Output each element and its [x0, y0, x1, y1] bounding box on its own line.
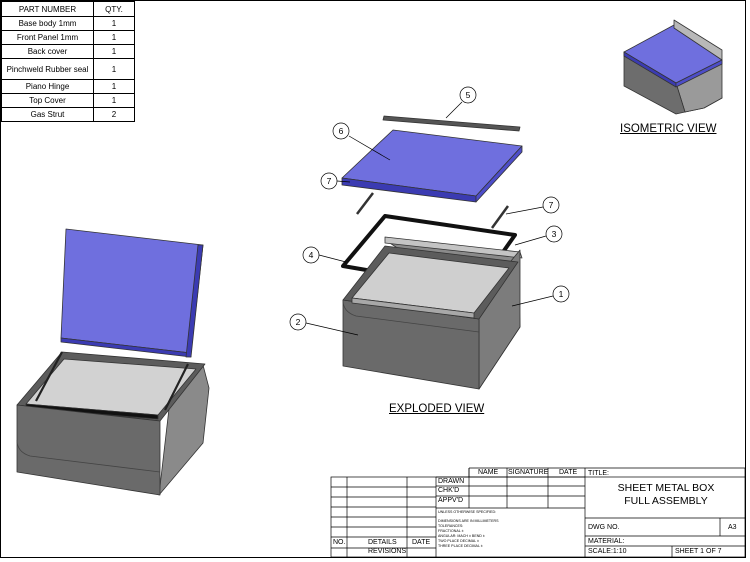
- bom-table: PART NUMBER QTY. Base body 1mm 1 Front P…: [1, 1, 135, 122]
- tb-three-place: THREE PLACE DECIMAL ±: [438, 544, 483, 548]
- back-cover-part: [384, 236, 523, 259]
- bom-row: Front Panel 1mm 1: [1, 30, 135, 45]
- balloon-3-label: 3: [552, 229, 557, 239]
- balloon-7-right-label: 7: [549, 200, 554, 210]
- tb-title-line1: SHEET METAL BOX: [617, 482, 715, 494]
- tb-unless: UNLESS OTHERWISE SPECIFIED:: [438, 510, 497, 514]
- tb-size: A3: [728, 524, 737, 531]
- tb-dwg-no: DWG NO.: [588, 524, 620, 531]
- tb-sheet: SHEET 1 OF 7: [675, 548, 722, 555]
- tb-rev-no: NO.: [333, 539, 346, 546]
- tb-col-date: DATE: [559, 469, 578, 476]
- balloon-1: [552, 285, 570, 303]
- balloon-7-right: [542, 196, 560, 214]
- balloon-3: [545, 225, 563, 243]
- bom-part-qty: 2: [93, 107, 135, 122]
- tb-col-name: NAME: [478, 469, 499, 476]
- balloon-6: [332, 122, 350, 140]
- assembled-view-model: [16, 228, 210, 496]
- bom-row: Base body 1mm 1: [1, 16, 135, 31]
- bom-row: Top Cover 1: [1, 93, 135, 108]
- isometric-view-model: [623, 19, 723, 115]
- balloon-4: [302, 246, 320, 264]
- balloon-5-label: 5: [466, 90, 471, 100]
- bom-row: Back cover 1: [1, 44, 135, 59]
- balloon-7-left-label: 7: [327, 176, 332, 186]
- exploded-view-label: EXPLODED VIEW: [389, 403, 485, 415]
- balloon-1-label: 1: [559, 289, 564, 299]
- tb-title-label: TITLE:: [588, 470, 610, 477]
- tb-rev-date: DATE: [412, 539, 431, 546]
- bom-part-name: Gas Strut: [1, 107, 94, 122]
- open-lid: [60, 228, 204, 354]
- tb-drawn: DRAWN: [438, 478, 465, 485]
- tb-fractional: FRACTIONAL ±: [438, 529, 464, 533]
- balloon-2: [289, 313, 307, 331]
- piano-hinge-part: [382, 115, 521, 132]
- tb-rev-details: DETAILS: [368, 539, 397, 546]
- title-block: NAME SIGNATURE DATE DRAWN CHK'D APPV'D U…: [331, 468, 745, 557]
- balloon-callouts: [289, 86, 570, 336]
- balloon-6-label: 6: [339, 126, 344, 136]
- tb-dimensions: DIMENSIONS ARE IN MILLIMETERS: [438, 519, 499, 523]
- bom-row: Gas Strut 2: [1, 107, 135, 122]
- gas-strut-left-part: [356, 192, 374, 215]
- balloon-2-label: 2: [296, 317, 301, 327]
- tb-tolerances: TOLERANCES:: [438, 524, 464, 528]
- tb-revisions: REVISIONS: [368, 548, 407, 555]
- tb-chkd: CHK'D: [438, 487, 460, 494]
- tb-two-place: TWO PLACE DECIMAL ±: [438, 539, 479, 543]
- tb-appvd: APPV'D: [438, 497, 464, 504]
- gas-strut-right-part: [490, 205, 510, 229]
- balloon-5: [459, 86, 477, 104]
- tb-angular: ANGULAR: MACH ± BEND ±: [438, 534, 485, 538]
- isometric-view-label: ISOMETRIC VIEW: [620, 123, 717, 135]
- tb-scale: SCALE:1:10: [588, 548, 627, 555]
- title-block-grid: [330, 467, 746, 558]
- balloon-7-left: [320, 172, 338, 190]
- tb-title-line2: FULL ASSEMBLY: [624, 495, 708, 507]
- tb-material: MATERIAL:: [588, 538, 625, 545]
- exploded-view-model: [341, 115, 523, 390]
- tb-col-signature: SIGNATURE: [508, 469, 549, 476]
- balloon-4-label: 4: [309, 250, 314, 260]
